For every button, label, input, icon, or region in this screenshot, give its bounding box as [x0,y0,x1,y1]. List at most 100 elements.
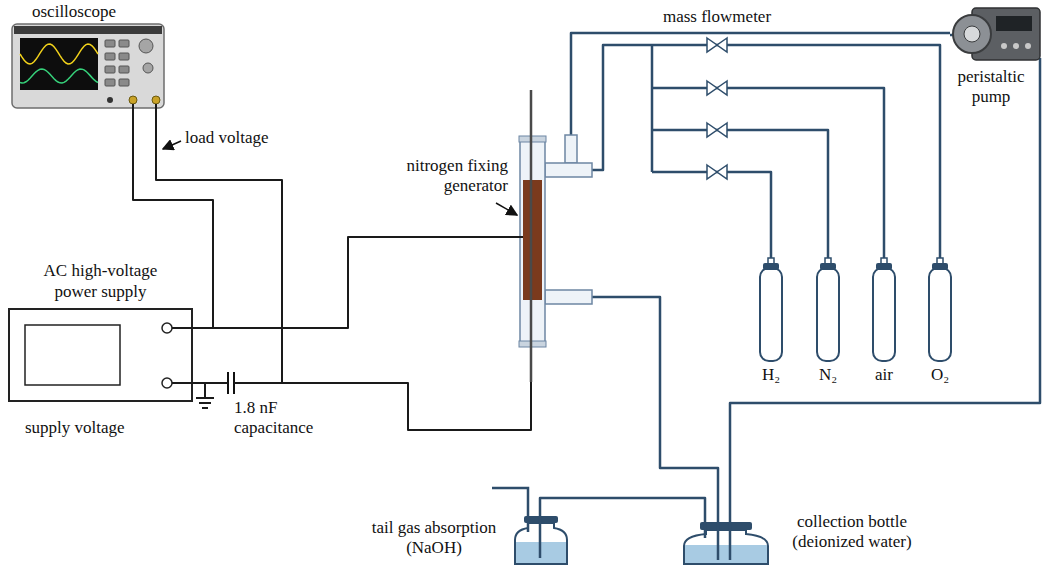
nitrogen-fixing-generator: nitrogen fixing generator [516,88,592,382]
inlet-tube [565,135,577,163]
gas-cylinder-picture [816,258,840,362]
pump-display [996,16,1032,31]
pump-button [1013,43,1019,49]
gas-cylinder [929,268,951,361]
discharge-zone [523,180,542,300]
tube-plug [519,136,546,142]
oscilloscope-button [105,53,115,60]
electric-wire [193,382,224,384]
collection-bottle: collection bottle (deionized water) [680,516,772,566]
nitrogen-fixing-generator-picture [516,88,592,382]
pump-rotor [964,26,980,42]
node-label: air [875,365,893,385]
gas-cylinder [760,268,782,361]
valve-symbol [707,123,727,137]
waveform-trace [20,69,98,83]
vent-pipe [492,488,528,512]
electrode-lead [516,236,523,238]
bottle-body [684,530,768,564]
gas-cylinder: H₂ [759,258,783,362]
node-label: O₂ [931,365,949,385]
node-label: 1.8 nF capacitance [234,398,334,439]
waveform-trace [20,44,98,64]
gas-cylinder: N₂ [816,258,840,362]
gas-pipe [730,62,1040,516]
pump-button [1025,43,1031,49]
leader-arrow [496,203,517,215]
gas-cylinder-picture [759,258,783,362]
power-supply-housing [9,309,192,401]
node-label: AC high-voltage power supply [33,261,168,302]
power-supply-box: AC high-voltage power supply [8,308,193,402]
leader-arrow [163,141,181,149]
gas-pipe [734,45,940,258]
peristaltic-pump-picture [950,2,1042,62]
oscilloscope-top-strip [14,26,162,34]
collection-bottle-picture [680,516,772,566]
output-terminal [162,323,172,333]
valve-symbol [707,81,727,95]
peristaltic-pump: peristaltic pump [950,2,1042,62]
oscilloscope-button [105,40,115,47]
tail-gas-bottle: tail gas absorption (NaOH) [512,512,570,566]
node-label: collection bottle (deionized water) [782,512,922,553]
mass-flowmeter: mass flowmeter [700,36,734,182]
gas-manifold [652,45,700,172]
node-label: H₂ [762,365,780,385]
gas-cylinder-picture [928,258,952,362]
oscilloscope-button [119,66,129,73]
bottle-tube [528,512,540,558]
pump-button [1001,43,1007,49]
power-supply-display [25,325,120,385]
electric-wire [193,237,516,328]
probe-terminal [129,96,137,104]
output-terminal [162,378,172,388]
gas-pipe [592,45,700,170]
tube-plug [519,341,546,347]
gas-cylinder: air [872,258,896,362]
oscilloscope-screen [20,38,98,90]
inlet-pipe [570,88,573,135]
gas-cylinder [873,268,895,361]
gas-cylinder-picture [872,258,896,362]
capacitor-plates [228,372,234,394]
oscilloscope-knob [139,39,153,53]
electrode-rod [530,90,533,382]
node-label: tail gas absorption (NaOH) [364,518,504,559]
capacitor-lead [224,382,238,384]
tail-gas-bottle-picture [512,512,570,566]
oscilloscope-button [119,53,129,60]
pump-head [953,15,991,53]
oscilloscope-knob [143,63,153,73]
power-supply-box-picture [8,308,193,402]
glass-tube [520,140,545,345]
probe-terminal [152,96,160,104]
cylinder-cap [763,263,779,270]
gas-pipe [734,130,828,258]
oscilloscope-button [105,79,115,86]
capacitor-symbol: 1.8 nF capacitance [224,370,238,396]
oscilloscope-body [12,24,164,108]
oscilloscope-button [119,40,129,47]
gas-cylinder [817,268,839,361]
node-label: N₂ [819,365,837,385]
cylinder-cap [932,263,948,270]
gas-pipe [734,172,771,258]
mass-flowmeter-picture [700,36,734,182]
gas-outlet-arm [545,290,592,304]
probe-lead [133,104,156,112]
gas-pipe [734,88,884,258]
node-label: mass flowmeter [663,7,771,27]
bottle-tube [705,516,730,560]
gas-cylinder: O₂ [928,258,952,362]
node-label: peristaltic pump [948,67,1034,108]
node-label: oscilloscope [32,2,116,22]
oscilloscope-button [105,66,115,73]
terminal-lead [172,328,193,383]
valve-symbol [707,38,727,52]
gas-pipe [592,297,718,516]
node-label: nitrogen fixing generator [390,156,508,197]
signal-label: load voltage [185,128,269,148]
cylinder-cap [820,263,836,270]
